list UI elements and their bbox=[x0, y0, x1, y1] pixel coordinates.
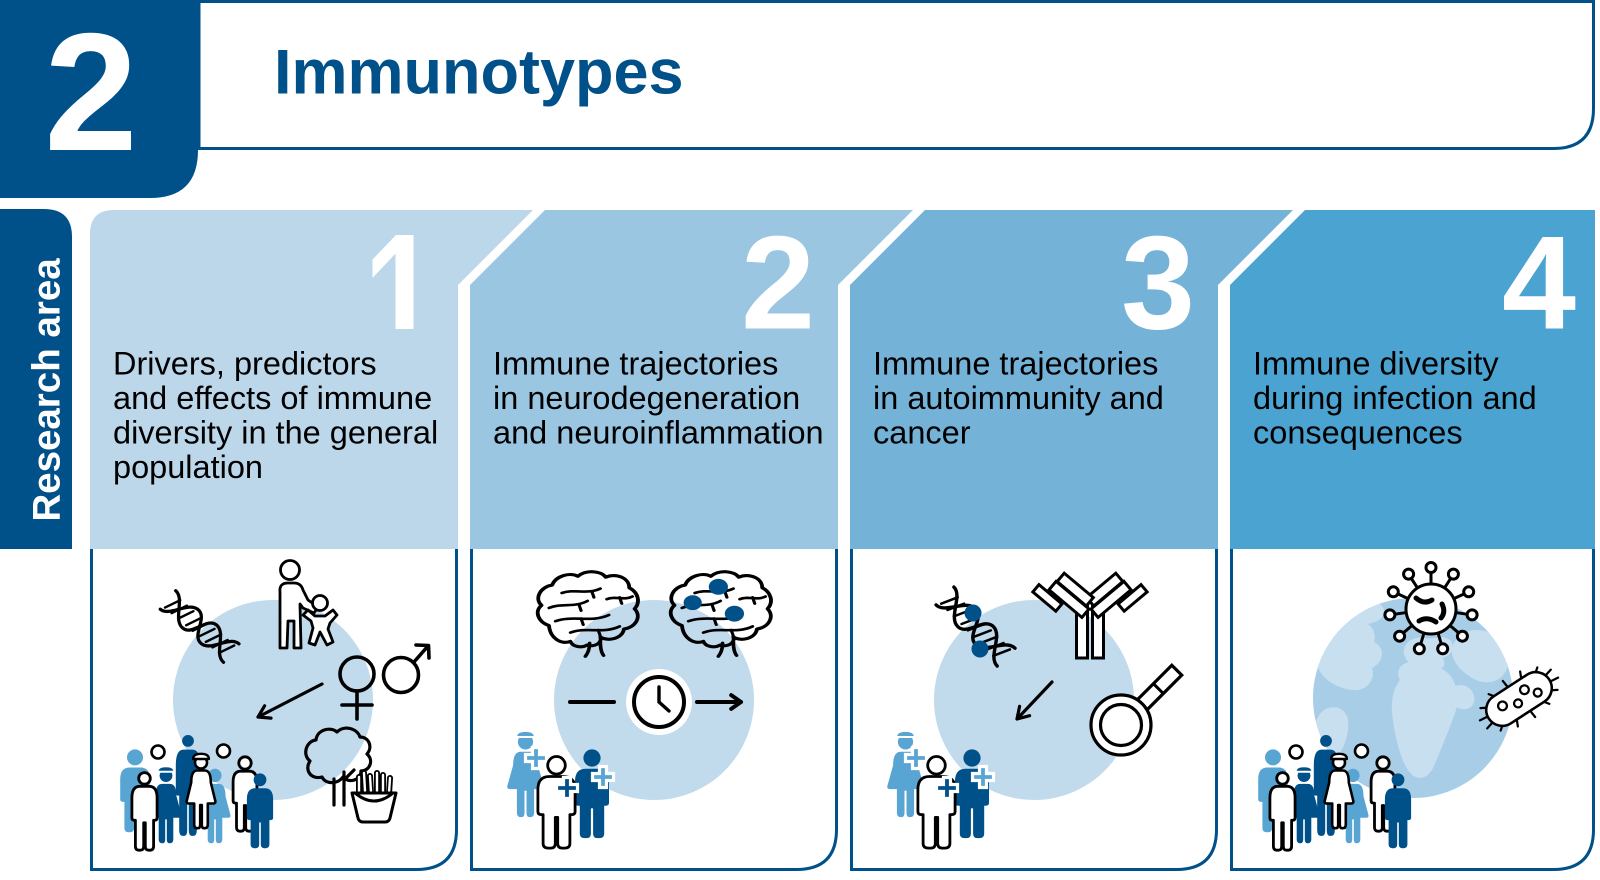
svg-text:Research area: Research area bbox=[26, 258, 69, 522]
svg-text:Immunotypes: Immunotypes bbox=[274, 38, 684, 108]
svg-text:diversity in the general: diversity in the general bbox=[113, 415, 438, 451]
svg-text:Immune diversity: Immune diversity bbox=[1253, 346, 1499, 382]
svg-text:Drivers, predictors: Drivers, predictors bbox=[113, 346, 377, 382]
svg-text:4: 4 bbox=[1502, 210, 1576, 358]
svg-text:2: 2 bbox=[741, 210, 815, 358]
svg-text:Immune trajectories: Immune trajectories bbox=[493, 346, 778, 382]
svg-text:consequences: consequences bbox=[1253, 415, 1463, 451]
svg-text:and effects of immune: and effects of immune bbox=[113, 380, 432, 416]
svg-text:during infection and: during infection and bbox=[1253, 380, 1537, 416]
svg-text:and neuroinflammation: and neuroinflammation bbox=[493, 415, 824, 451]
svg-text:in neurodegeneration: in neurodegeneration bbox=[493, 380, 800, 416]
svg-text:2: 2 bbox=[44, 0, 137, 186]
svg-text:Immune trajectories: Immune trajectories bbox=[873, 346, 1158, 382]
svg-text:3: 3 bbox=[1121, 210, 1195, 358]
svg-text:cancer: cancer bbox=[873, 415, 971, 451]
svg-text:in autoimmunity and: in autoimmunity and bbox=[873, 380, 1164, 416]
svg-text:population: population bbox=[113, 449, 263, 485]
